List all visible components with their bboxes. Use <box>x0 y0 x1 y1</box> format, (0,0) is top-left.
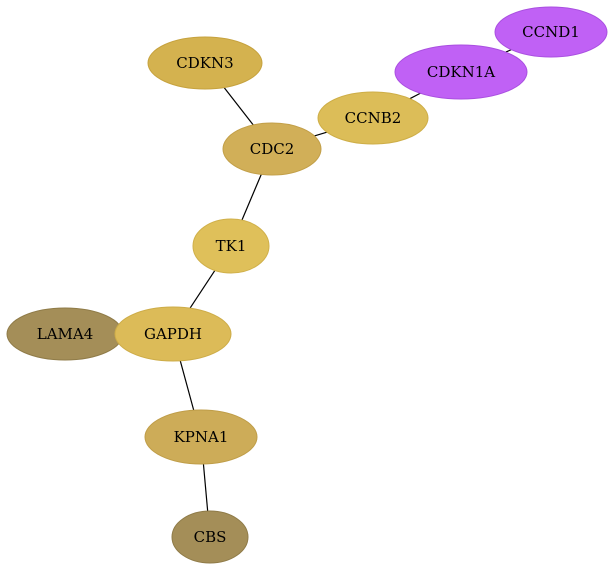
node-shape-ccnd1 <box>494 6 608 58</box>
edge-cdc2-tk1 <box>241 174 262 221</box>
node-label-cdc2: CDC2 <box>250 140 295 158</box>
node-label-tk1: TK1 <box>216 237 247 255</box>
node-shape-cdc2 <box>222 122 322 176</box>
node-label-gapdh: GAPDH <box>144 325 202 343</box>
edge-tk1-gapdh <box>189 270 216 309</box>
node-label-cdkn1a: CDKN1A <box>427 63 495 81</box>
edge-kpna1-cbs <box>202 463 209 512</box>
node-shape-cdkn3 <box>147 36 263 90</box>
edge-cdkn3-cdc2 <box>223 87 254 126</box>
node-cdkn1a[interactable]: CDKN1A <box>394 44 528 100</box>
node-shape-cdkn1a <box>394 44 528 100</box>
node-label-cbs: CBS <box>194 528 227 546</box>
edge-ccnb2-cdc2 <box>314 131 328 137</box>
node-cdkn3[interactable]: CDKN3 <box>147 36 263 90</box>
node-label-kpna1: KPNA1 <box>174 428 229 446</box>
node-cdc2[interactable]: CDC2 <box>222 122 322 176</box>
node-kpna1[interactable]: KPNA1 <box>144 409 258 465</box>
edge-gapdh-kpna1 <box>179 360 195 411</box>
node-tk1[interactable]: TK1 <box>192 218 270 274</box>
edge-cdkn1a-ccnb2 <box>409 92 421 100</box>
node-ccnd1[interactable]: CCND1 <box>494 6 608 58</box>
node-shape-kpna1 <box>144 409 258 465</box>
node-label-lama4: LAMA4 <box>37 325 94 343</box>
node-label-cdkn3: CDKN3 <box>176 54 233 72</box>
node-gapdh[interactable]: GAPDH <box>114 306 232 362</box>
edge-ccnd1-cdkn1a <box>505 49 512 53</box>
node-shape-tk1 <box>192 218 270 274</box>
node-label-ccnb2: CCNB2 <box>345 109 402 127</box>
node-lama4[interactable]: LAMA4 <box>6 307 124 361</box>
node-shape-gapdh <box>114 306 232 362</box>
node-label-ccnd1: CCND1 <box>522 23 580 41</box>
edges <box>115 49 512 512</box>
node-ccnb2[interactable]: CCNB2 <box>317 91 429 145</box>
node-cbs[interactable]: CBS <box>171 510 249 564</box>
node-shape-cbs <box>171 510 249 564</box>
node-shape-ccnb2 <box>317 91 429 145</box>
